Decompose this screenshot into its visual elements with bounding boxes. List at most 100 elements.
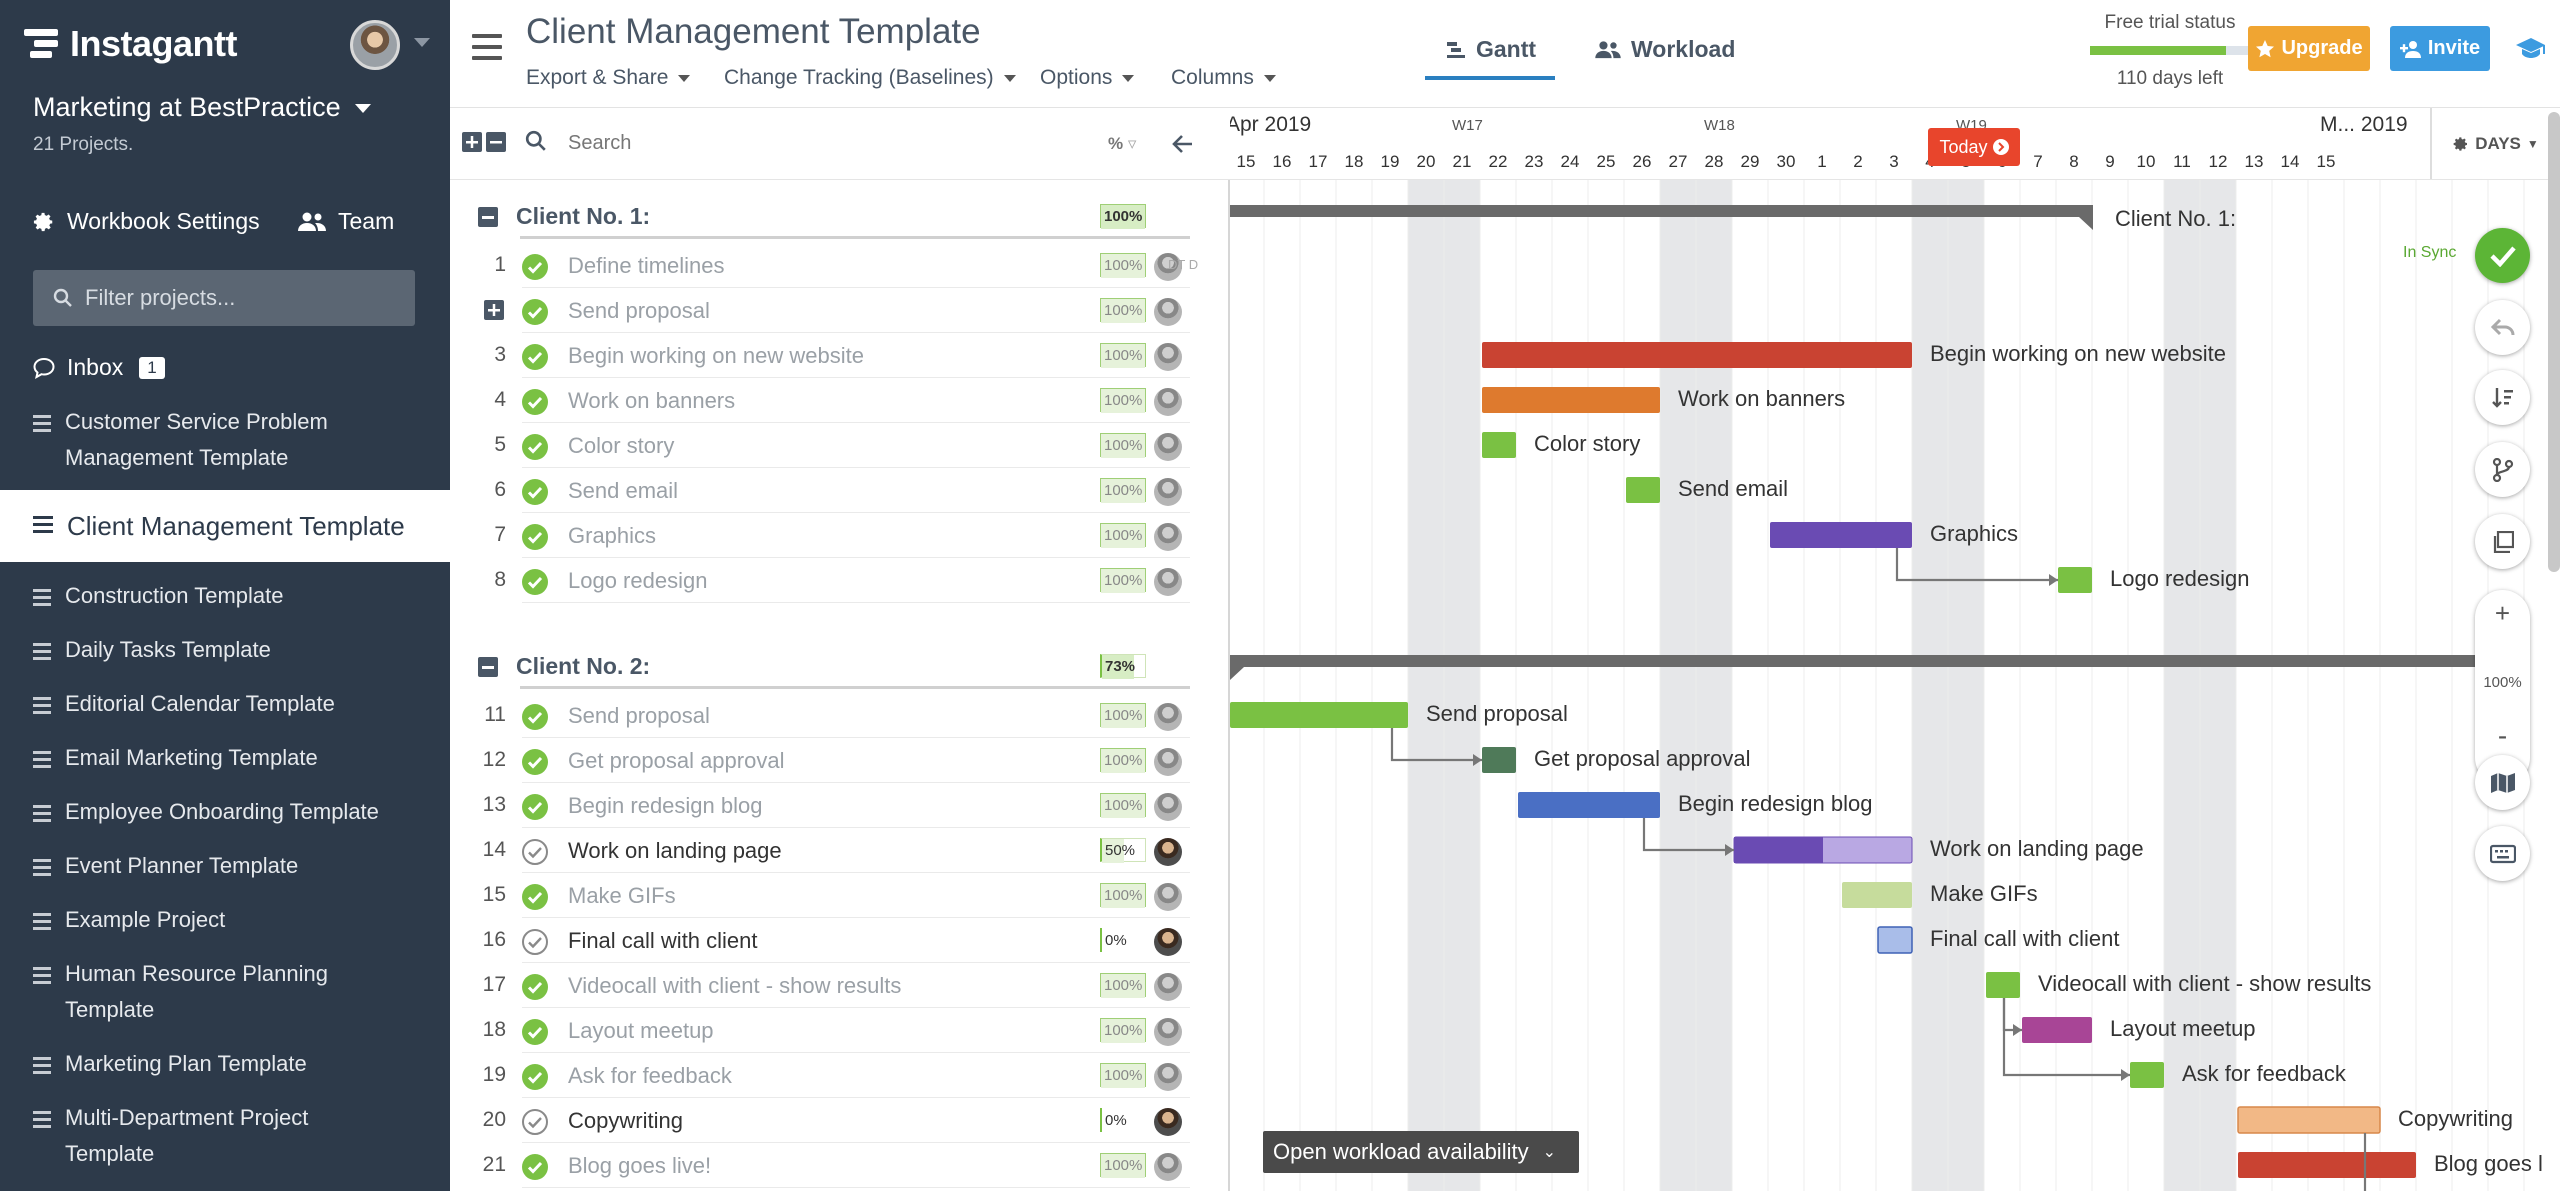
sidebar-project-item[interactable]: Marketing Plan Template xyxy=(33,1046,307,1082)
task-percent[interactable]: 0% xyxy=(1100,1108,1146,1132)
assignee-avatar[interactable] xyxy=(1154,1108,1182,1136)
sidebar-project-item[interactable]: Editorial Calendar Template xyxy=(33,686,335,722)
assignee-avatar[interactable] xyxy=(1154,1063,1182,1091)
gantt-bar-label[interactable]: Send email xyxy=(1678,476,1789,501)
collapse-group-icon[interactable] xyxy=(478,656,498,677)
sidebar-project-item[interactable]: Construction Template xyxy=(33,578,284,614)
gantt-bar-label[interactable]: Videocall with client - show results xyxy=(2038,971,2372,996)
task-complete-checkbox[interactable] xyxy=(522,1064,548,1090)
task-complete-checkbox[interactable] xyxy=(522,929,548,955)
collapse-group-icon[interactable] xyxy=(478,206,498,227)
task-percent[interactable]: 100% xyxy=(1100,388,1146,413)
task-search-input[interactable]: Search xyxy=(568,132,632,154)
task-complete-checkbox[interactable] xyxy=(522,794,548,820)
sidebar-project-item[interactable]: Event Planner Template xyxy=(33,848,298,884)
task-complete-checkbox[interactable] xyxy=(522,704,548,730)
task-complete-checkbox[interactable] xyxy=(522,839,548,865)
assignee-avatar[interactable] xyxy=(1154,478,1182,506)
task-name[interactable]: Ask for feedback xyxy=(568,1063,732,1088)
open-workload-button[interactable]: Open workload availability⌄ xyxy=(1263,1131,1579,1173)
assignee-avatar[interactable] xyxy=(1154,253,1182,281)
assignee-avatar[interactable] xyxy=(1154,703,1182,731)
task-name[interactable]: Color story xyxy=(568,433,675,458)
gantt-bar-label[interactable]: Color story xyxy=(1534,431,1641,456)
task-percent[interactable]: 100% xyxy=(1100,478,1146,503)
assignee-avatar[interactable] xyxy=(1154,388,1182,416)
gantt-bar-label[interactable]: Make GIFs xyxy=(1930,881,2038,906)
gantt-bar-label[interactable]: Get proposal approval xyxy=(1534,746,1751,771)
change-tracking-menu[interactable]: Change Tracking (Baselines) xyxy=(724,66,1016,90)
days-scale-selector[interactable]: DAYS ▼ xyxy=(2430,108,2560,179)
assignee-avatar[interactable] xyxy=(1154,433,1182,461)
sidebar-project-item[interactable]: Daily Tasks Template xyxy=(33,632,271,668)
upgrade-button[interactable]: Upgrade xyxy=(2248,26,2370,71)
sort-button[interactable] xyxy=(2475,370,2530,425)
save-button[interactable] xyxy=(2475,228,2530,283)
assignee-avatar[interactable] xyxy=(1154,523,1182,551)
undo-button[interactable] xyxy=(2475,300,2530,355)
task-complete-checkbox[interactable] xyxy=(522,1154,548,1180)
workspace-selector[interactable]: Marketing at BestPractice xyxy=(33,92,371,123)
gantt-bar-label[interactable]: Final call with client xyxy=(1930,926,2120,951)
task-percent[interactable]: 100% xyxy=(1100,1063,1146,1088)
task-percent[interactable]: 100% xyxy=(1100,523,1146,548)
sidebar-project-item[interactable]: Client Management Template xyxy=(0,490,450,562)
assignee-avatar[interactable] xyxy=(1154,343,1182,371)
keyboard-shortcuts-button[interactable] xyxy=(2475,826,2530,881)
gantt-bar-label[interactable]: Copywriting xyxy=(2398,1106,2513,1131)
copy-button[interactable] xyxy=(2475,514,2530,569)
task-complete-checkbox[interactable] xyxy=(522,479,548,505)
assignee-avatar[interactable] xyxy=(1154,973,1182,1001)
expand-all-icon[interactable] xyxy=(462,132,482,152)
task-name[interactable]: Begin redesign blog xyxy=(568,793,763,818)
expand-subtasks-icon[interactable] xyxy=(484,300,504,320)
chevron-down-icon[interactable] xyxy=(414,38,430,47)
task-group-header[interactable]: Client No. 1: xyxy=(478,203,650,230)
gantt-bar-label[interactable]: Layout meetup xyxy=(2110,1016,2256,1041)
task-name[interactable]: Graphics xyxy=(568,523,657,548)
task-name[interactable]: Send proposal xyxy=(568,298,710,323)
sidebar-project-item[interactable]: Human Resource Planning Template xyxy=(33,956,328,1028)
task-complete-checkbox[interactable] xyxy=(522,299,548,325)
task-name[interactable]: Send proposal xyxy=(568,703,710,728)
assignee-avatar[interactable] xyxy=(1154,748,1182,776)
arrow-left-icon[interactable] xyxy=(1172,134,1194,154)
invite-button[interactable]: Invite xyxy=(2390,26,2490,71)
task-name[interactable]: Get proposal approval xyxy=(568,748,785,773)
task-percent[interactable]: 100% xyxy=(1100,703,1146,728)
task-complete-checkbox[interactable] xyxy=(522,254,548,280)
task-percent[interactable]: 100% xyxy=(1100,883,1146,908)
zoom-in-button[interactable]: + xyxy=(2494,598,2511,628)
inbox-link[interactable]: Inbox 1 xyxy=(33,354,165,381)
task-percent[interactable]: 100% xyxy=(1100,748,1146,773)
task-percent[interactable]: 100% xyxy=(1100,343,1146,368)
sidebar-project-item[interactable]: Multi-Department Project Template xyxy=(33,1100,308,1172)
columns-menu[interactable]: Columns xyxy=(1171,66,1276,90)
tab-workload[interactable]: Workload xyxy=(1595,36,1735,63)
task-complete-checkbox[interactable] xyxy=(522,1019,548,1045)
zoom-out-button[interactable]: - xyxy=(2497,720,2508,751)
gantt-bar-label[interactable]: Ask for feedback xyxy=(2182,1061,2346,1086)
task-percent[interactable]: 100% xyxy=(1100,298,1146,323)
assignee-avatar[interactable] xyxy=(1154,1153,1182,1181)
task-complete-checkbox[interactable] xyxy=(522,389,548,415)
task-percent[interactable]: 100% xyxy=(1100,568,1146,593)
gantt-bar-label[interactable]: Work on banners xyxy=(1678,386,1846,411)
task-name[interactable]: Videocall with client - show results xyxy=(568,973,902,998)
assignee-avatar[interactable] xyxy=(1154,928,1182,956)
gantt-bar-label[interactable]: Work on landing page xyxy=(1930,836,2144,861)
gantt-bar-label[interactable]: Send proposal xyxy=(1426,701,1568,726)
app-logo[interactable]: Instagantt xyxy=(24,23,238,64)
